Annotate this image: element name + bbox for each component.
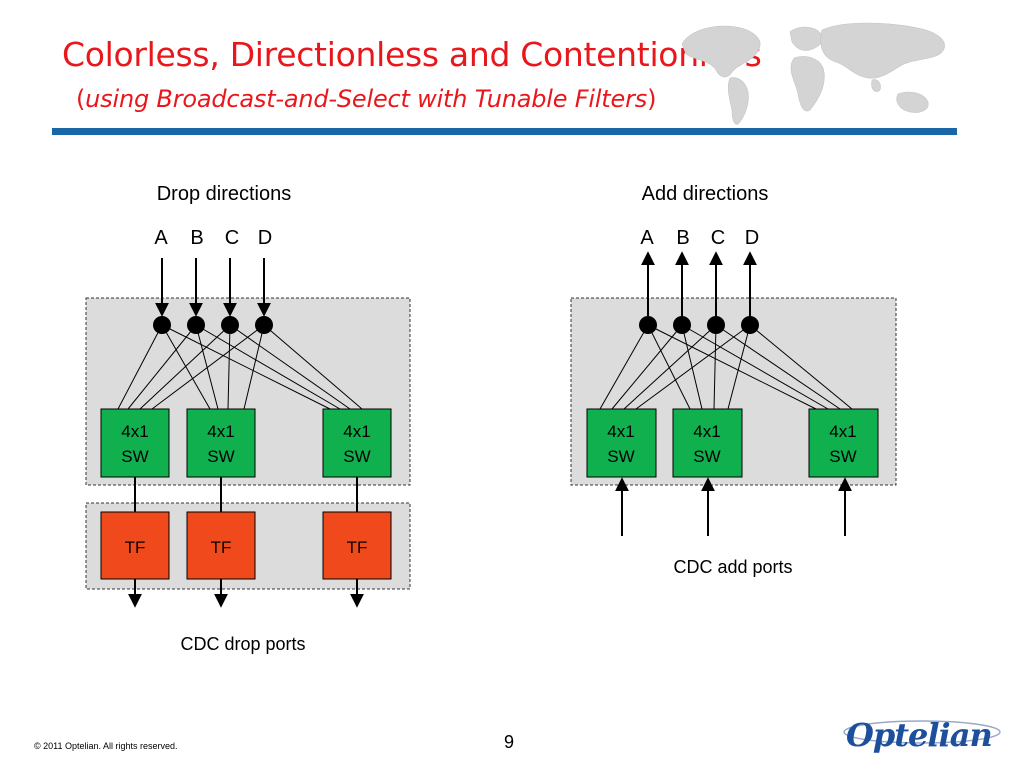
add-direction-a: A xyxy=(640,227,654,249)
add-switch-3-label1: 4x1 xyxy=(829,422,856,441)
copyright-notice: © 2011 Optelian. All rights reserved. xyxy=(34,741,178,751)
drop-directions-heading: Drop directions xyxy=(157,183,292,205)
world-map-icon xyxy=(681,22,945,125)
drop-filter-1-label: TF xyxy=(125,538,146,557)
add-switch-1 xyxy=(586,408,657,478)
add-switch-3 xyxy=(808,408,879,478)
add-switch-3-label2: SW xyxy=(829,447,856,466)
add-switch-2-label1: 4x1 xyxy=(693,422,720,441)
add-direction-d: D xyxy=(745,227,759,249)
drop-switch-2 xyxy=(186,408,256,478)
add-direction-b: B xyxy=(676,227,689,249)
drop-direction-b: B xyxy=(190,227,203,249)
add-ports-label: CDC add ports xyxy=(673,557,792,577)
drop-switch-1-label1: 4x1 xyxy=(121,422,148,441)
drop-filter-3-label: TF xyxy=(347,538,368,557)
drop-direction-c: C xyxy=(225,227,239,249)
page-number: 9 xyxy=(504,732,515,752)
drop-switch-1-label2: SW xyxy=(121,447,148,466)
drop-switch-3-label2: SW xyxy=(343,447,370,466)
drop-filter-2 xyxy=(186,511,256,580)
drop-switch-3-label1: 4x1 xyxy=(343,422,370,441)
drop-switch-1 xyxy=(100,408,170,478)
add-switch-2 xyxy=(672,408,743,478)
drop-output-arrows xyxy=(128,579,364,608)
drop-filters: TF TF TF xyxy=(100,511,392,580)
add-combiner-c xyxy=(707,316,725,334)
drop-splitter-b xyxy=(187,316,205,334)
drop-switch-2-label1: 4x1 xyxy=(207,422,234,441)
add-combiner-a xyxy=(639,316,657,334)
add-combiner-d xyxy=(741,316,759,334)
drop-direction-a: A xyxy=(154,227,168,249)
slide-subtitle: (using Broadcast-and-Select with Tunable… xyxy=(76,87,656,111)
drop-direction-d: D xyxy=(258,227,272,249)
slide-title: Colorless, Directionless and Contentionl… xyxy=(62,35,762,74)
drop-input-arrows xyxy=(155,258,271,317)
add-combiner-b xyxy=(673,316,691,334)
subtitle-open-paren: ( xyxy=(76,85,86,113)
add-input-arrows xyxy=(615,477,852,536)
drop-switches: 4x1 SW 4x1 SW 4x1 SW xyxy=(100,408,392,478)
add-direction-c: C xyxy=(711,227,725,249)
add-directions-heading: Add directions xyxy=(642,183,769,205)
drop-fanout-lines xyxy=(117,324,363,410)
add-output-arrows xyxy=(641,251,757,316)
subtitle-text: using Broadcast-and-Select with Tunable … xyxy=(85,85,648,113)
optelian-logo: Optelian xyxy=(846,716,993,754)
add-switches: 4x1 SW 4x1 SW 4x1 SW xyxy=(586,408,879,478)
subtitle-close-paren: ) xyxy=(647,85,657,113)
drop-splitter-nodes xyxy=(153,316,273,334)
add-switch-2-label2: SW xyxy=(693,447,720,466)
drop-filter-2-label: TF xyxy=(211,538,232,557)
add-fanin-lines xyxy=(599,324,853,410)
add-combiner-nodes xyxy=(639,316,759,334)
drop-splitter-c xyxy=(221,316,239,334)
add-switch-1-label2: SW xyxy=(607,447,634,466)
drop-splitter-d xyxy=(255,316,273,334)
drop-filter-1 xyxy=(100,511,170,580)
drop-switch-3 xyxy=(322,408,392,478)
drop-switch-to-filter-links xyxy=(134,477,358,512)
drop-switch-2-label2: SW xyxy=(207,447,234,466)
title-rule xyxy=(52,128,957,135)
drop-splitter-a xyxy=(153,316,171,334)
drop-ports-label: CDC drop ports xyxy=(180,634,305,654)
drop-filter-3 xyxy=(322,511,392,580)
add-switch-1-label1: 4x1 xyxy=(607,422,634,441)
optelian-logo-icon xyxy=(843,720,1001,744)
